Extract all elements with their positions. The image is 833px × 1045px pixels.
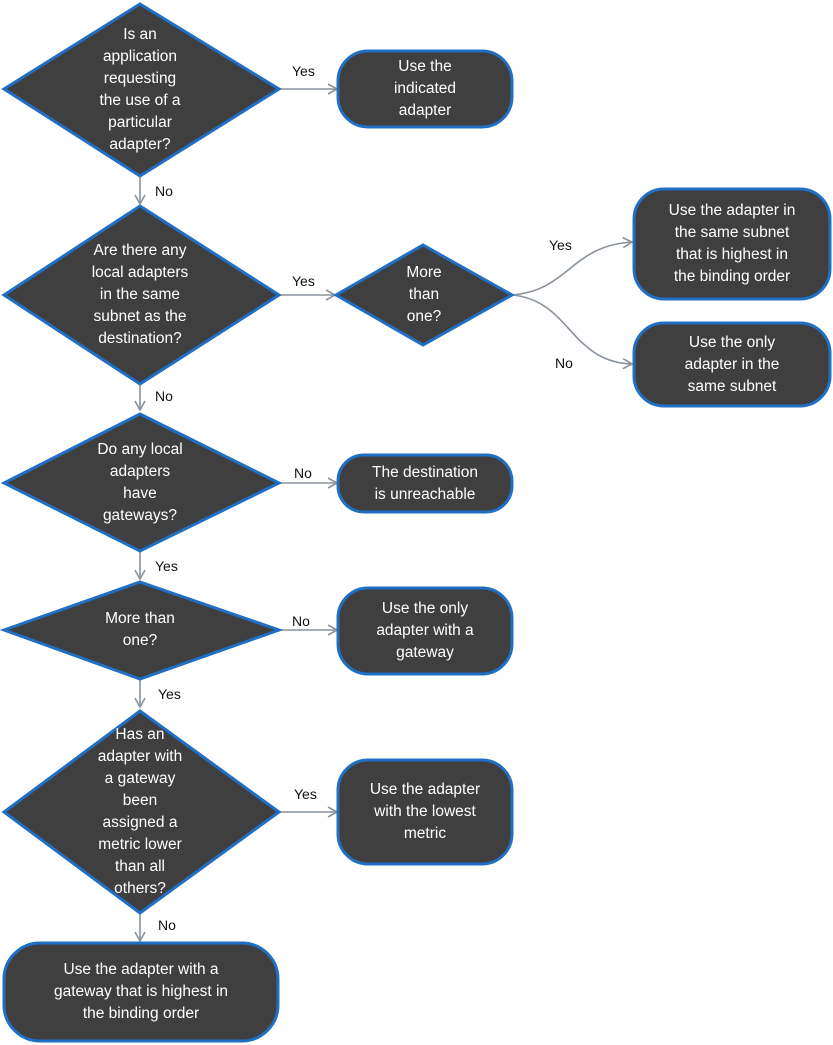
decision-d2-text: Are there any local adapters in the same… — [91, 242, 189, 347]
decision-d4-text: More than one? — [105, 610, 175, 649]
outcome-o3-shape — [336, 453, 514, 514]
label-d2b-yes: Yes — [549, 237, 572, 253]
outcome-o4-shape — [336, 586, 514, 676]
outcome-o6-text: Use the adapter with a gateway that is h… — [53, 961, 229, 1022]
decision-d2b-text: More than one? — [406, 264, 442, 325]
label-d1-yes: Yes — [292, 63, 315, 79]
label-d5-no: No — [158, 917, 176, 933]
outcome-o2b-text: Use the only adapter in the same subnet — [684, 333, 780, 395]
decision-d5-shape — [1, 709, 282, 915]
decision-d3-shape — [0, 412, 283, 553]
outcome-o2a-shape — [632, 187, 832, 301]
label-d4-no: No — [292, 613, 310, 629]
outcome-o1-text: Use the indicated adapter — [393, 58, 457, 119]
outcome-o5-text: Use the adapter with the lowest metric — [369, 781, 481, 842]
label-d3-yes: Yes — [155, 558, 178, 574]
label-d3-no: No — [294, 465, 312, 481]
decision-d2b-shape — [332, 243, 516, 347]
decision-d1-shape — [1, 2, 282, 178]
decision-d4-shape — [0, 580, 284, 681]
outcome-o5-shape — [336, 758, 514, 866]
outcome-o4-text: Use the only adapter with a gateway — [376, 600, 474, 661]
outcome-o2b-shape — [632, 321, 832, 408]
outcome-o3-text: The destination is unreachable — [372, 463, 478, 503]
label-d2-yes: Yes — [292, 273, 315, 289]
outcome-o2a-text: Use the adapter in the same subnet that … — [668, 202, 796, 285]
decision-d5-text: Has an adapter with a gateway been assig… — [97, 726, 183, 897]
connector-d2b-yes — [511, 236, 634, 296]
label-d4-yes: Yes — [158, 686, 181, 702]
decision-d2-shape — [1, 204, 282, 386]
decision-d3-text: Do any local adapters have gateways? — [97, 441, 183, 524]
label-d2b-no: No — [555, 355, 573, 371]
connector-d2b-no — [511, 294, 634, 370]
label-d5-yes: Yes — [294, 786, 317, 802]
label-d1-no: No — [155, 183, 173, 199]
label-d2-no: No — [155, 388, 173, 404]
outcome-o1-shape — [336, 49, 514, 129]
decision-d1-text: Is an application requesting the use of … — [99, 26, 181, 153]
outcome-o6-shape — [2, 941, 280, 1043]
